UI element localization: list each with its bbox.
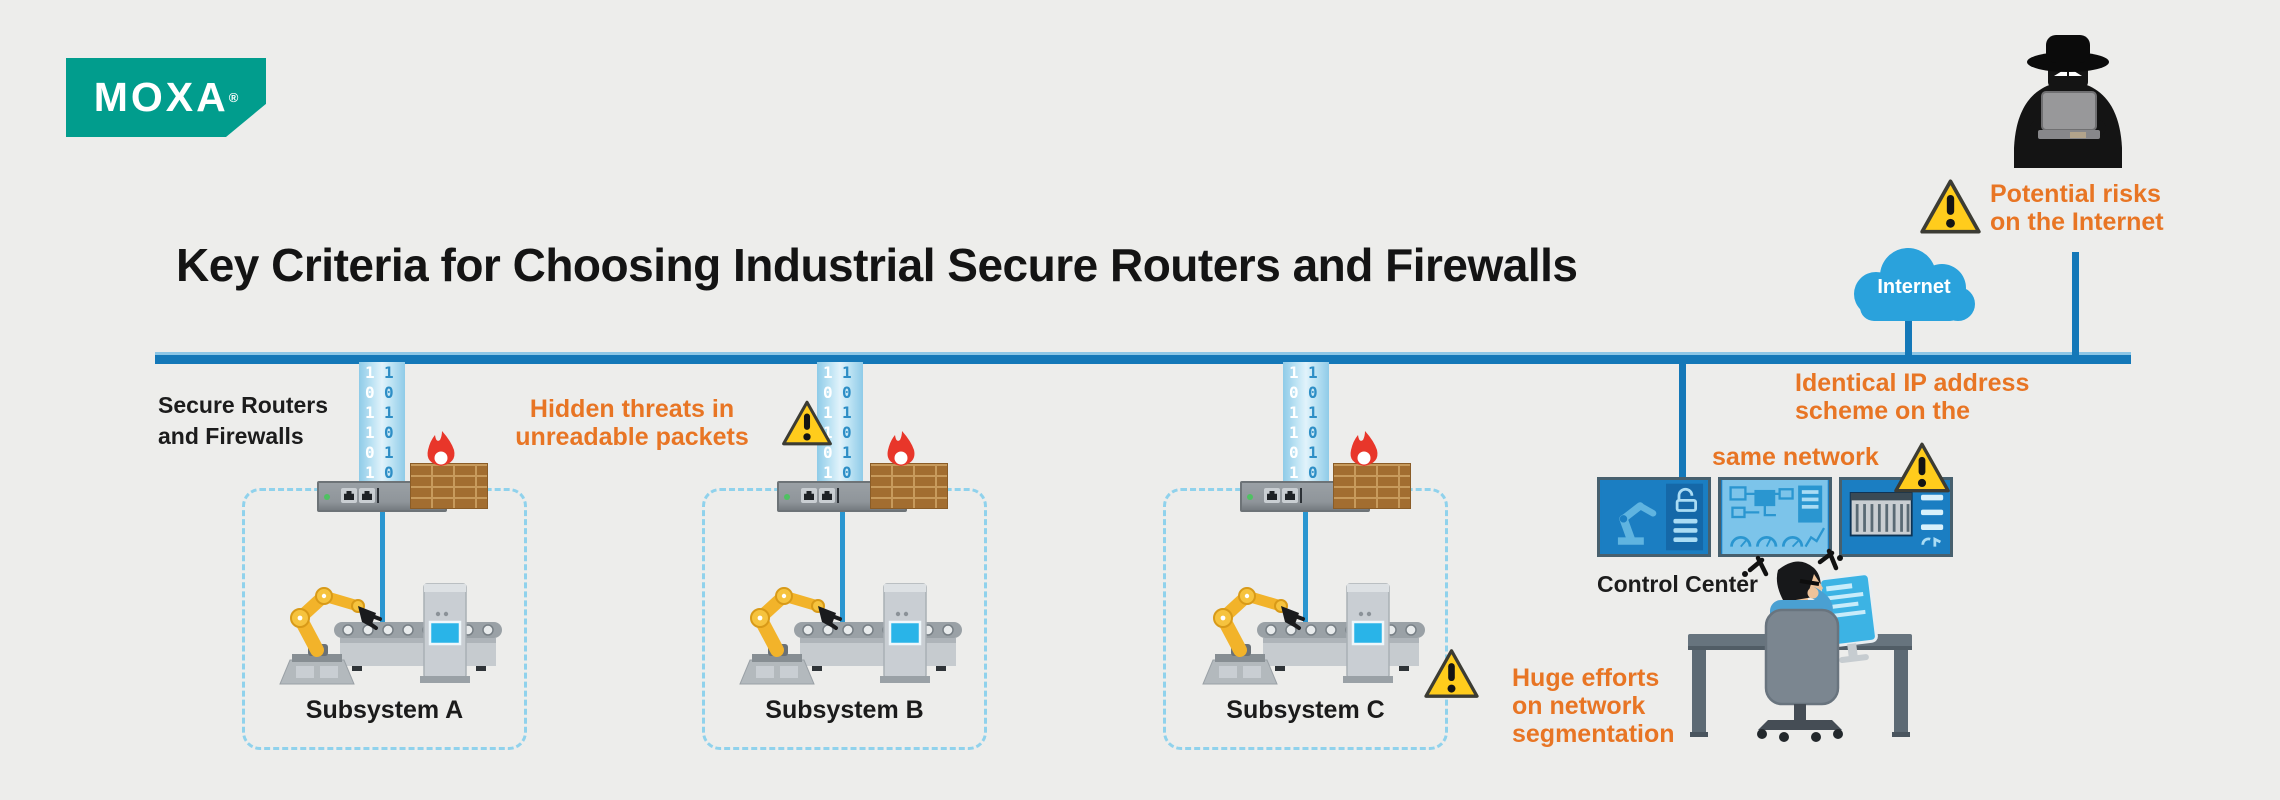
port-divider	[377, 488, 379, 503]
cloud-link-line	[1905, 310, 1912, 356]
internet-label: Internet	[1877, 276, 1951, 298]
packet-stream-b: 1 0 1 1 0 1 1 0 1 0 1 0	[817, 362, 863, 482]
annotation-potential-risks: Potential risks on the Internet	[1990, 180, 2164, 236]
ethernet-port-icon	[1264, 488, 1280, 503]
flame-icon	[1343, 430, 1385, 468]
stressed-operator-icon	[1688, 548, 1912, 742]
drop-line-a	[380, 512, 385, 632]
warning-icon	[1893, 441, 1951, 494]
stream-digits: 1 0 1 0 1 0	[384, 363, 394, 482]
moxa-logo-text: MOXA	[93, 74, 229, 120]
factory-machines-icon	[1195, 556, 1433, 690]
network-bus	[155, 352, 2131, 364]
packet-stream-c: 1 0 1 1 0 1 1 0 1 0 1 0	[1283, 362, 1329, 482]
registered-mark: ®	[228, 90, 239, 105]
stream-digits: 1 0 1 1 0 1	[823, 363, 833, 482]
subsystem-b-label: Subsystem B	[765, 696, 924, 724]
router-led	[784, 494, 790, 500]
stream-digits: 1 0 1 0 1 0	[842, 363, 852, 482]
monitor-schematic-icon	[1718, 477, 1832, 557]
moxa-logo: MOXA®	[66, 58, 266, 137]
flame-icon	[880, 430, 922, 468]
router-led	[1247, 494, 1253, 500]
secure-routers-label: Secure Routers and Firewalls	[158, 392, 329, 449]
annotation-same-network: same network	[1712, 443, 1879, 471]
hacker-icon	[2014, 35, 2122, 168]
annotation-hidden-threats: Hidden threats in unreadable packets	[515, 395, 749, 451]
stream-digits: 1 0 1 1 0 1	[365, 363, 375, 482]
packet-stream-a: 1 0 1 1 0 1 1 0 1 0 1 0	[359, 362, 405, 482]
ethernet-port-icon	[1282, 488, 1298, 503]
drop-line-b	[840, 512, 845, 632]
factory-machines-icon	[732, 556, 970, 690]
ethernet-port-icon	[359, 488, 375, 503]
stream-digits: 1 0 1 0 1 0	[1308, 363, 1318, 482]
subsystem-a-label: Subsystem A	[305, 696, 464, 724]
port-divider	[1300, 488, 1302, 503]
page-title: Key Criteria for Choosing Industrial Sec…	[176, 239, 1578, 291]
ethernet-port-icon	[819, 488, 835, 503]
router-led	[324, 494, 330, 500]
monitor-robot-icon	[1597, 477, 1711, 557]
subsystem-c-label: Subsystem C	[1226, 696, 1385, 724]
firewall-icon	[410, 463, 488, 509]
factory-machines-icon	[272, 556, 510, 690]
firewall-icon	[870, 463, 948, 509]
annotation-identical-ip: Identical IP address scheme on the	[1795, 369, 2030, 425]
stream-digits: 1 0 1 1 0 1	[1289, 363, 1299, 482]
firewall-icon	[1333, 463, 1411, 509]
warning-icon	[781, 399, 833, 447]
warning-icon	[1919, 177, 1982, 236]
annotation-huge-efforts: Huge efforts on network segmentation	[1512, 664, 1675, 748]
drop-line-c	[1303, 512, 1308, 632]
ethernet-port-icon	[801, 488, 817, 503]
ethernet-port-icon	[341, 488, 357, 503]
warning-icon	[1423, 648, 1480, 699]
port-divider	[837, 488, 839, 503]
control-center-label: Control Center	[1597, 571, 1758, 597]
control-center-uplink	[1679, 360, 1686, 477]
flame-icon	[420, 430, 462, 468]
internet-cloud-icon	[1854, 248, 1975, 321]
internet-risk-line	[2072, 252, 2079, 356]
